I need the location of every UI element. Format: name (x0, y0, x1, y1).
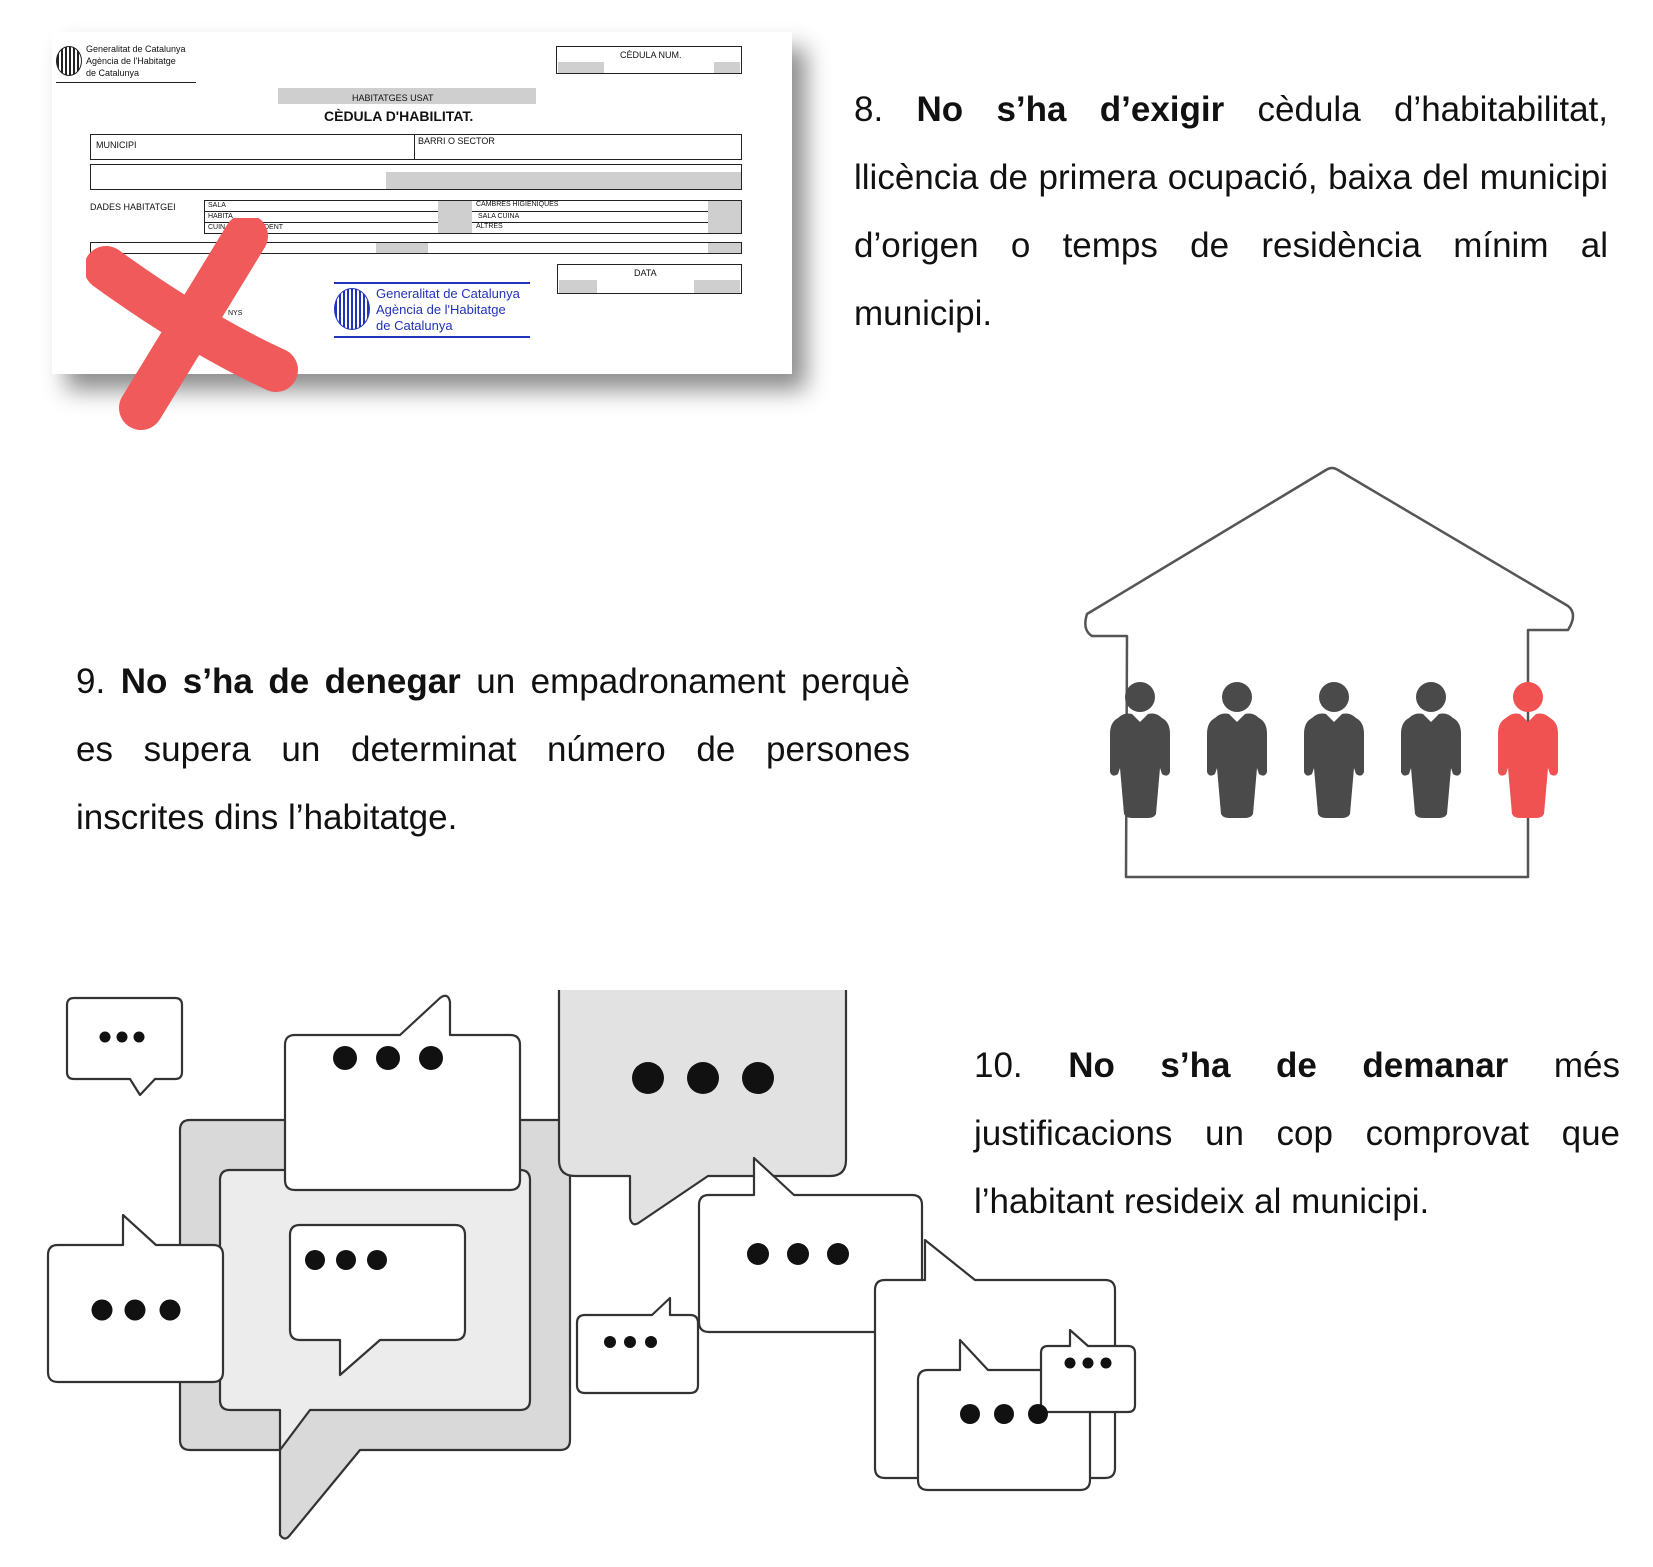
item-8-number: 8. (854, 90, 884, 129)
ellipsis-dot (827, 1243, 849, 1265)
ellipsis-dot (747, 1243, 769, 1265)
cedula-num-label: CÈDULA NUM. (620, 50, 682, 60)
item-9-text: 9. No s’ha de denegar un empadronament p… (76, 648, 910, 852)
ellipsis-dot (1082, 1357, 1094, 1369)
ellipsis-dot (419, 1046, 443, 1070)
speech-bubbles-illustration (46, 990, 1137, 1540)
people-group (1110, 682, 1558, 818)
item-8-text: 8. No s’ha d’exigir cèdula d’habitabilit… (854, 76, 1608, 348)
cedula-num-box (556, 46, 742, 74)
org-line-1: Generalitat de Catalunya (86, 44, 186, 54)
stamp-line-3: de Catalunya (376, 318, 453, 333)
ellipsis-dot (742, 1062, 774, 1094)
ellipsis-dot (624, 1336, 636, 1348)
ellipsis-dot (333, 1046, 357, 1070)
ellipsis-dot (1028, 1404, 1048, 1424)
header-band: HABITATGES USAT (352, 93, 434, 103)
house-illustration (1084, 466, 1575, 879)
ellipsis-dot (376, 1046, 400, 1070)
municipi-label: MUNICIPI (96, 140, 137, 150)
generalitat-seal-icon (56, 46, 82, 76)
bubble-small-topleft (65, 996, 184, 1097)
data-label: DATA (634, 268, 657, 278)
ellipsis-dot (960, 1404, 980, 1424)
municipi-row (90, 134, 742, 160)
house-outline (1084, 466, 1575, 879)
dades-grid (204, 200, 742, 234)
ellipsis-dot (994, 1404, 1014, 1424)
bubble-left (46, 1213, 225, 1384)
bubble-grey-right (557, 990, 848, 1226)
ellipsis-dot (159, 1299, 181, 1321)
stamp-line-1: Generalitat de Catalunya (376, 286, 520, 301)
bubble-top (283, 994, 522, 1192)
item-9-bold: No s’ha de denegar (120, 662, 461, 701)
ellipsis-dot (687, 1062, 719, 1094)
item-9-number: 9. (76, 662, 106, 701)
ellipsis-dot (787, 1243, 809, 1265)
person-icon (1304, 682, 1364, 818)
bubble-inner (288, 1223, 467, 1377)
item-10-bold: No s’ha de demanar (1068, 1046, 1509, 1085)
org-line-2: Agència de l'Habitatge (86, 56, 176, 66)
item-8-bold: No s’ha d’exigir (916, 90, 1225, 129)
bubble-small-center (575, 1296, 700, 1395)
extra-row (90, 242, 742, 254)
red-cross-icon (86, 218, 298, 430)
ellipsis-dot (133, 1031, 145, 1043)
address-row (90, 164, 742, 190)
item-10-number: 10. (974, 1046, 1023, 1085)
person-icon (1207, 682, 1267, 818)
document-title: CÈDULA D'HABILITAT. (324, 108, 474, 124)
ellipsis-dot (645, 1336, 657, 1348)
ellipsis-dot (91, 1299, 113, 1321)
extra-person-icon (1498, 682, 1558, 818)
item-10-rest: més justificacions un cop comprovat que … (974, 1046, 1620, 1221)
ellipsis-dot (1100, 1357, 1112, 1369)
bubble-tiny-right (1039, 1328, 1137, 1414)
item-9-rest: un empadronament perquè es supera un det… (76, 662, 910, 837)
person-icon (1401, 682, 1461, 818)
ellipsis-dots (91, 1031, 1112, 1424)
org-line-3: de Catalunya (86, 68, 140, 78)
dades-label: DADES HABITATGEI (90, 202, 176, 212)
ellipsis-dot (124, 1299, 146, 1321)
ellipsis-dot (1064, 1357, 1076, 1369)
ellipsis-dot (604, 1336, 616, 1348)
ellipsis-dot (99, 1031, 111, 1043)
data-box (557, 264, 742, 294)
barri-label: BARRI O SECTOR (418, 136, 495, 146)
ellipsis-dot (367, 1250, 387, 1270)
ellipsis-dot (116, 1031, 128, 1043)
item-8-rest: cèdula d’habitabilitat, llicència de pri… (854, 90, 1608, 333)
ellipsis-dot (336, 1250, 356, 1270)
person-icon (1110, 682, 1170, 818)
item-10-text: 10. No s’ha de demanar més justificacion… (974, 1032, 1620, 1236)
stamp-line-2: Agència de l'Habitatge (376, 302, 506, 317)
ellipsis-dot (305, 1250, 325, 1270)
ellipsis-dot (632, 1062, 664, 1094)
stamp-seal-icon (334, 288, 370, 330)
